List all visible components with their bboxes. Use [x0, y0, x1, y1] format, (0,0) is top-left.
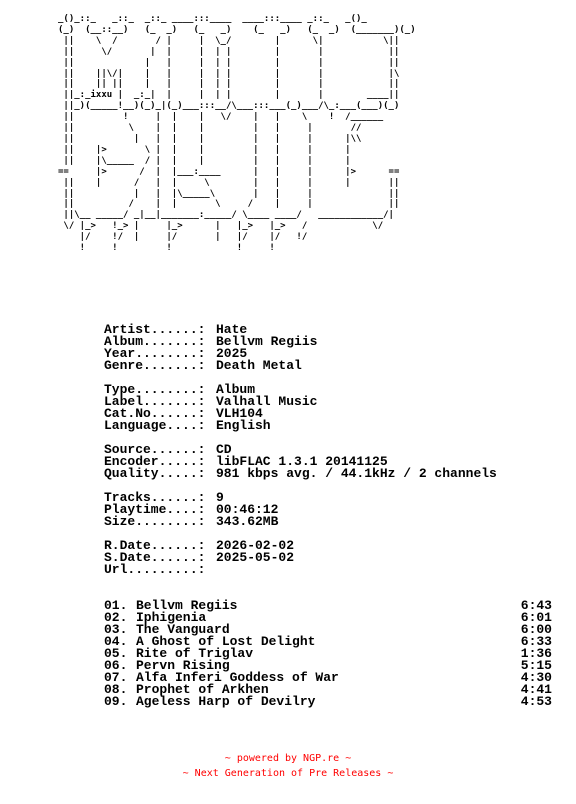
- encoding-row: Source......: CD: [104, 442, 497, 457]
- track-duration: 4:30: [520, 670, 552, 685]
- track-row: 09. Ageless Harp of Devilry 4:53: [104, 694, 552, 709]
- field-value: VLH104: [216, 406, 263, 421]
- field-value: libFLAC 1.3.1 20141125: [216, 454, 388, 469]
- encoding-row: Encoder.....: libFLAC 1.3.1 20141125: [104, 454, 497, 469]
- field-value: 343.62MB: [216, 514, 279, 529]
- track-duration: 4:41: [520, 682, 552, 697]
- field-value: 9: [216, 490, 224, 505]
- track-number: 08.: [104, 682, 128, 697]
- field-value: CD: [216, 442, 232, 457]
- stats-row: Size........: 343.62MB: [104, 514, 279, 529]
- track-row: 04. A Ghost of Lost Delight 6:33: [104, 634, 552, 649]
- track-row: 01. Bellvm Regiis 6:43: [104, 598, 552, 613]
- field-label: R.Date......:: [104, 538, 206, 553]
- field-label: Cat.No......:: [104, 406, 206, 421]
- ascii-art-logo: _()_::_ _::_ _::_ ____:::____ ____:::___…: [58, 14, 416, 254]
- field-label: Language....:: [104, 418, 206, 433]
- track-duration: 6:01: [520, 610, 552, 625]
- field-value: 2026-02-02: [216, 538, 295, 553]
- field-label: Album.......:: [104, 334, 206, 349]
- field-label: Playtime....:: [104, 502, 206, 517]
- encoding-row: Quality.....: 981 kbps avg. / 44.1kHz / 2…: [104, 466, 497, 481]
- field-value: Bellvm Regiis: [216, 334, 318, 349]
- dates-row: R.Date......: 2026-02-02: [104, 538, 295, 553]
- track-duration: 5:15: [520, 658, 552, 673]
- field-label: Label.......:: [104, 394, 206, 409]
- release-row: Type........: Album: [104, 382, 317, 397]
- field-label: Year........:: [104, 346, 206, 361]
- track-title: Bellvm Regiis: [136, 598, 238, 613]
- track-title: The Vanguard: [136, 622, 230, 637]
- tracklist: 01. Bellvm Regiis 6:43 02. Iphigenia 6:01 03. T…: [104, 598, 552, 709]
- field-label: Source......:: [104, 442, 206, 457]
- track-row: 03. The Vanguard 6:00: [104, 622, 552, 637]
- track-duration: 6:43: [520, 598, 552, 613]
- track-row: 02. Iphigenia 6:01: [104, 610, 552, 625]
- track-title: Pervn Rising: [136, 658, 230, 673]
- track-title: Iphigenia: [136, 610, 207, 625]
- track-duration: 6:00: [520, 622, 552, 637]
- field-label: Type........:: [104, 382, 206, 397]
- field-label: Encoder.....:: [104, 454, 206, 469]
- field-value: English: [216, 418, 271, 433]
- field-label: Tracks......:: [104, 490, 206, 505]
- track-number: 06.: [104, 658, 128, 673]
- field-value: Hate: [216, 322, 248, 337]
- track-number: 01.: [104, 598, 128, 613]
- track-duration: 4:53: [520, 694, 552, 709]
- dates-row: S.Date......: 2025-05-02: [104, 550, 295, 565]
- field-value: Album: [216, 382, 256, 397]
- track-number: 04.: [104, 634, 128, 649]
- track-duration: 1:36: [520, 646, 552, 661]
- track-duration: 6:33: [520, 634, 552, 649]
- field-label: S.Date......:: [104, 550, 206, 565]
- field-value: Valhall Music: [216, 394, 318, 409]
- info-row: Year........: 2025: [104, 346, 317, 361]
- track-row: 07. Alfa Inferi Goddess of War 4:30: [104, 670, 552, 685]
- track-number: 03.: [104, 622, 128, 637]
- field-value: Death Metal: [216, 358, 302, 373]
- track-title: Rite of Triglav: [136, 646, 254, 661]
- track-row: 06. Pervn Rising 5:15: [104, 658, 552, 673]
- field-value: 2025: [216, 346, 248, 361]
- field-value: 00:46:12: [216, 502, 279, 517]
- release-row: Label.......: Valhall Music: [104, 394, 318, 409]
- track-number: 02.: [104, 610, 128, 625]
- track-number: 09.: [104, 694, 128, 709]
- stats-row: Playtime....: 00:46:12: [104, 502, 279, 517]
- field-value: 2025-05-02: [216, 550, 295, 565]
- release-row: Language....: English: [104, 418, 317, 433]
- footer-tagline: ~ Next Generation of Pre Releases ~: [182, 768, 394, 779]
- field-label: Genre.......:: [104, 358, 206, 373]
- info-row: Artist......: Hate: [104, 322, 317, 337]
- release-row: Cat.No......: VLH104: [104, 406, 317, 421]
- track-title: Prophet of Arkhen: [136, 682, 269, 697]
- stats-row: Tracks......: 9: [104, 490, 278, 505]
- field-value: 981 kbps avg. / 44.1kHz / 2 channels: [216, 466, 497, 481]
- track-row: 05. Rite of Triglav 1:36: [104, 646, 552, 661]
- track-number: 05.: [104, 646, 128, 661]
- track-title: Ageless Harp of Devilry: [136, 694, 316, 709]
- dates-row: Url.........:: [104, 562, 294, 577]
- track-title: Alfa Inferi Goddess of War: [136, 670, 339, 685]
- info-row: Album.......: Bellvm Regiis: [104, 334, 318, 349]
- track-row: 08. Prophet of Arkhen 4:41: [104, 682, 552, 697]
- field-label: Quality.....:: [104, 466, 206, 481]
- footer-powered-by: ~ powered by NGP.re ~: [224, 753, 352, 764]
- field-label: Artist......:: [104, 322, 206, 337]
- field-label: Size........:: [104, 514, 206, 529]
- info-row: Genre.......: Death Metal: [104, 358, 317, 373]
- encoding-section: Source......: CD Encoder.....: libFLAC 1.3.…: [104, 442, 497, 481]
- track-number: 07.: [104, 670, 128, 685]
- track-title: A Ghost of Lost Delight: [136, 634, 316, 649]
- field-label: Url.........:: [104, 562, 206, 577]
